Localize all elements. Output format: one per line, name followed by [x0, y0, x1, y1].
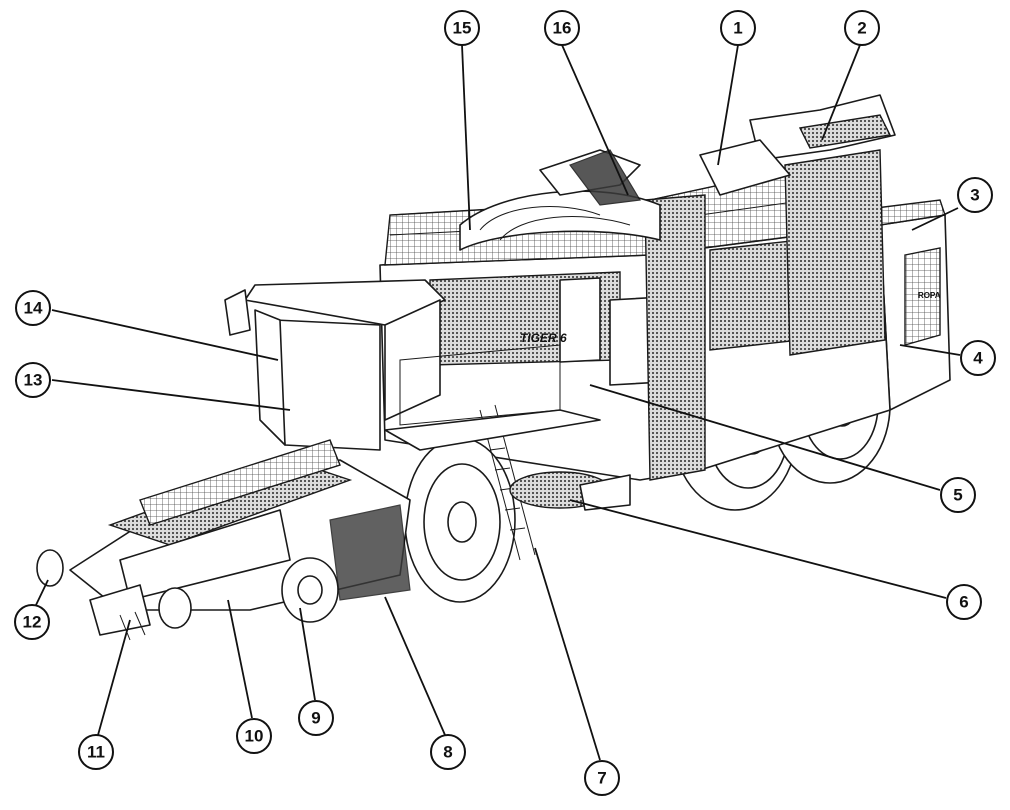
leader-5 [589, 384, 941, 491]
lifting-wheel [281, 557, 339, 623]
leader-10 [227, 599, 253, 719]
topper-unit [69, 439, 411, 611]
callout-9: 9 [298, 700, 334, 736]
callout-6: 6 [946, 584, 982, 620]
depth-wheel-right [158, 587, 192, 629]
machine-lettering: TIGER 6 [520, 331, 567, 345]
callout-label-3: 3 [970, 186, 979, 205]
leader-lines [35, 44, 961, 761]
callout-label-5: 5 [953, 486, 962, 505]
leader-14 [51, 309, 279, 361]
leader-7 [534, 547, 601, 761]
callout-label-2: 2 [857, 19, 866, 38]
elevator-belt-1 [644, 194, 706, 481]
driver-cab [224, 279, 446, 451]
leader-11 [97, 619, 131, 736]
callout-label-11: 11 [87, 743, 105, 762]
callout-label-8: 8 [443, 743, 452, 762]
callout-16: 16 [544, 10, 580, 46]
callout-label-12: 12 [23, 613, 42, 632]
elevator-belt-2 [784, 149, 886, 356]
leader-4 [899, 344, 961, 356]
callout-label-4: 4 [973, 349, 983, 368]
leader-8 [384, 596, 446, 736]
callout-14: 14 [15, 290, 51, 326]
callout-7: 7 [584, 760, 620, 796]
leader-2 [821, 44, 861, 141]
callout-label-13: 13 [24, 371, 43, 390]
leader-15 [461, 44, 471, 231]
callout-8: 8 [430, 734, 466, 770]
callout-13: 13 [15, 362, 51, 398]
callout-1: 1 [720, 10, 756, 46]
callout-label-1: 1 [733, 19, 742, 38]
callout-label-9: 9 [311, 709, 320, 728]
leader-9 [299, 607, 316, 701]
front-wheel [404, 437, 516, 603]
cleaning-rollers [459, 149, 661, 251]
platform [384, 344, 601, 451]
scalper [89, 584, 151, 641]
leader-16 [561, 44, 629, 196]
leader-13 [51, 379, 291, 411]
callout-4: 4 [960, 340, 996, 376]
callout-label-16: 16 [553, 19, 572, 38]
overhead-conveyor [699, 94, 896, 196]
callout-label-14: 14 [24, 299, 43, 318]
leader-6 [569, 499, 947, 599]
leader-3 [911, 207, 959, 231]
callout-2: 2 [844, 10, 880, 46]
callout-label-7: 7 [597, 769, 606, 788]
brand-plate: ROPA [918, 291, 941, 300]
leader-12 [35, 579, 49, 606]
leader-1 [717, 44, 739, 166]
callout-3: 3 [957, 177, 993, 213]
callout-label-10: 10 [245, 727, 264, 746]
callout-5: 5 [940, 477, 976, 513]
depth-wheel-left [36, 549, 64, 587]
harvester-illustration: ROPA TIGER 6 [36, 94, 951, 641]
callout-12: 12 [14, 604, 50, 640]
callout-15: 15 [444, 10, 480, 46]
callout-label-15: 15 [453, 19, 472, 38]
sieve-stars [509, 471, 631, 511]
callout-label-6: 6 [959, 593, 968, 612]
callout-10: 10 [236, 718, 272, 754]
callout-11: 11 [78, 734, 114, 770]
